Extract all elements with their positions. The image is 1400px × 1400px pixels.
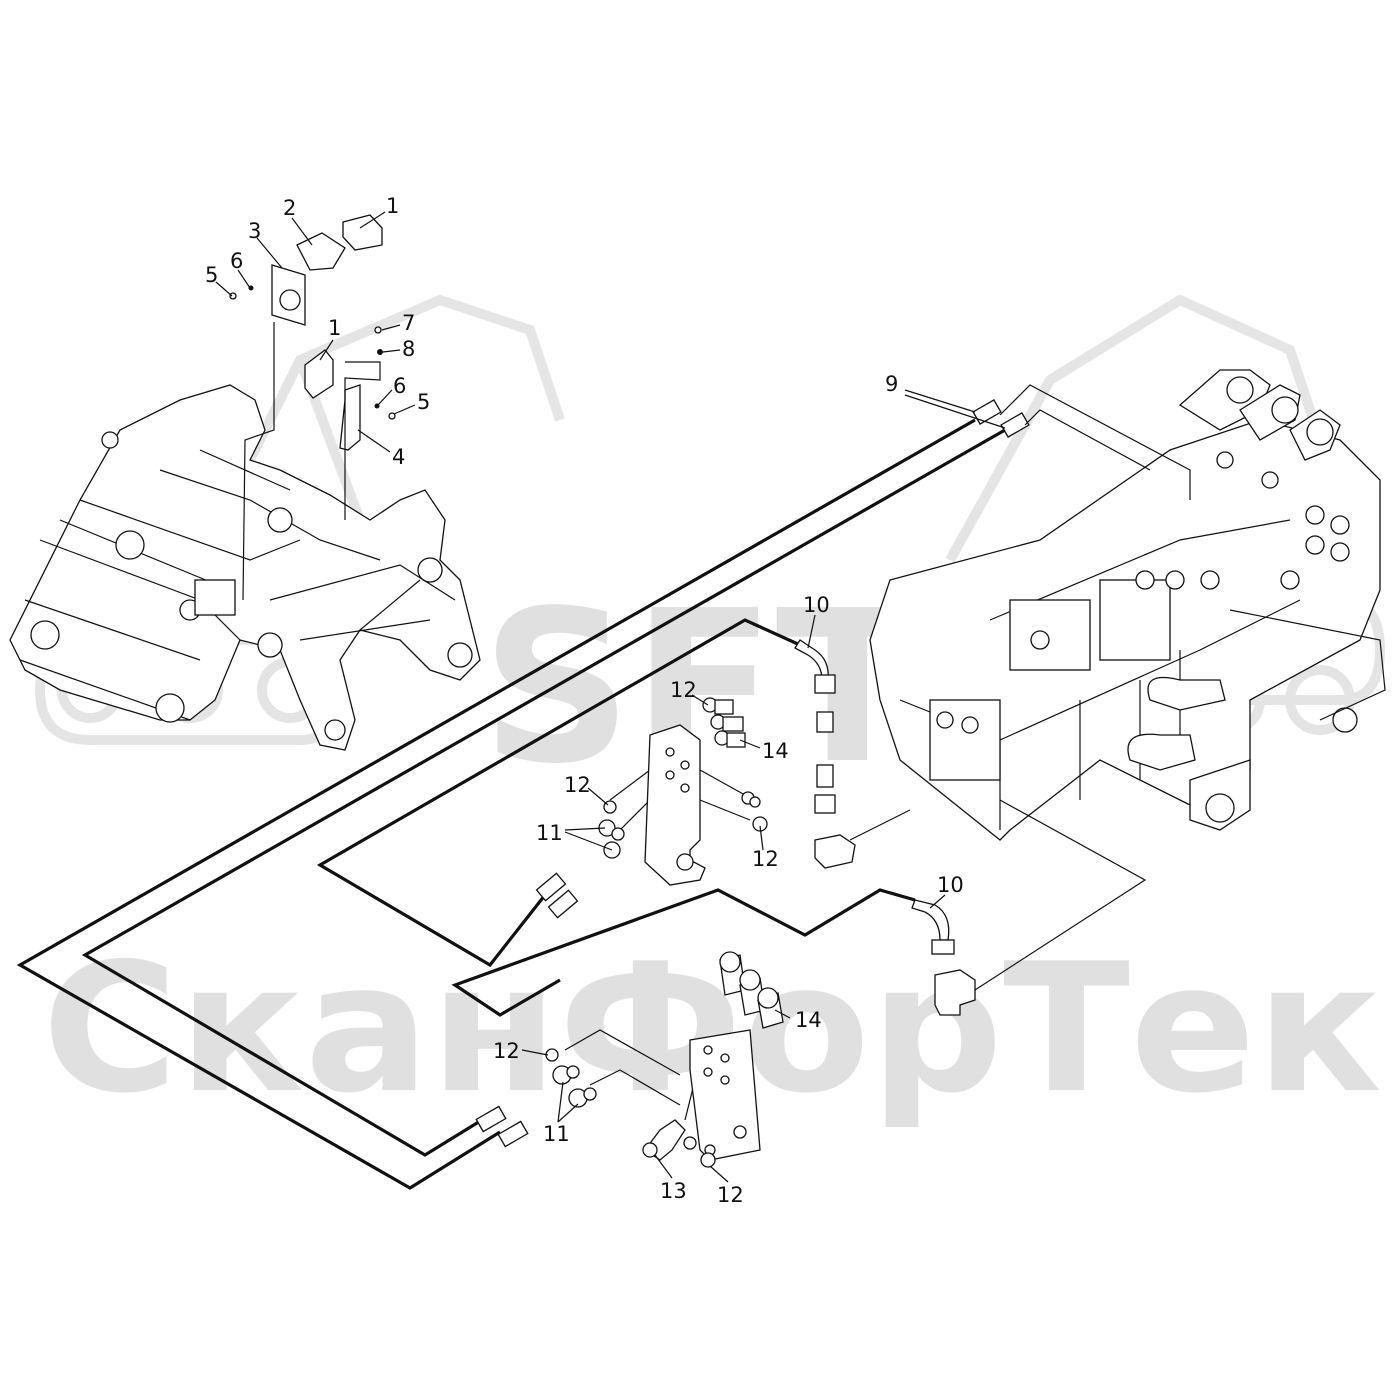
callout-labels: 1 2 3 5 6 1 7 8 6 5 4 9 10 12 14 12 11 1… <box>205 194 964 1207</box>
callout-14: 14 <box>762 739 789 763</box>
hose-10-a <box>316 618 801 968</box>
callout-3: 3 <box>248 219 261 243</box>
fitting-10-lower <box>911 899 976 1016</box>
callout-10: 10 <box>937 873 964 897</box>
callout-1: 1 <box>328 316 341 340</box>
callout-6: 6 <box>230 249 243 273</box>
upper-manifold-bracket <box>598 697 768 886</box>
callout-8: 8 <box>402 337 415 361</box>
callout-12: 12 <box>564 773 591 797</box>
bracket-2 <box>296 232 346 271</box>
callout-12: 12 <box>752 847 779 871</box>
fitting-10-upper <box>794 639 856 869</box>
callout-10: 10 <box>803 593 830 617</box>
callout-1: 1 <box>386 194 399 218</box>
lower-manifold-bracket <box>545 951 784 1168</box>
callout-11: 11 <box>536 821 563 845</box>
callout-12: 12 <box>717 1183 744 1207</box>
control-valve-assembly <box>869 369 1386 841</box>
mount-block-1-mid <box>304 349 334 399</box>
mount-block-1-top <box>342 214 383 251</box>
hose-9-a <box>16 418 976 1190</box>
bracket-4 <box>339 384 361 451</box>
front-frame-assembly <box>9 384 481 751</box>
callout-5: 5 <box>417 390 430 414</box>
callout-7: 7 <box>402 311 415 335</box>
callout-14: 14 <box>795 1008 822 1032</box>
callout-9: 9 <box>885 372 898 396</box>
callout-6: 6 <box>393 374 406 398</box>
callout-leaders <box>215 211 1006 1183</box>
hose-lines <box>16 418 1006 1190</box>
callout-13: 13 <box>660 1179 687 1203</box>
callout-11: 11 <box>543 1122 570 1146</box>
hose-fittings <box>475 399 1030 1148</box>
callout-5: 5 <box>205 263 218 287</box>
callout-12: 12 <box>670 678 697 702</box>
hose-9-b <box>81 428 1006 1157</box>
bracket-parts-1-8 <box>229 214 396 601</box>
callout-12: 12 <box>493 1039 520 1063</box>
callout-2: 2 <box>283 196 296 220</box>
callout-4: 4 <box>392 445 405 469</box>
leader-lines <box>564 384 1191 1161</box>
hose-10-b <box>451 888 916 1017</box>
